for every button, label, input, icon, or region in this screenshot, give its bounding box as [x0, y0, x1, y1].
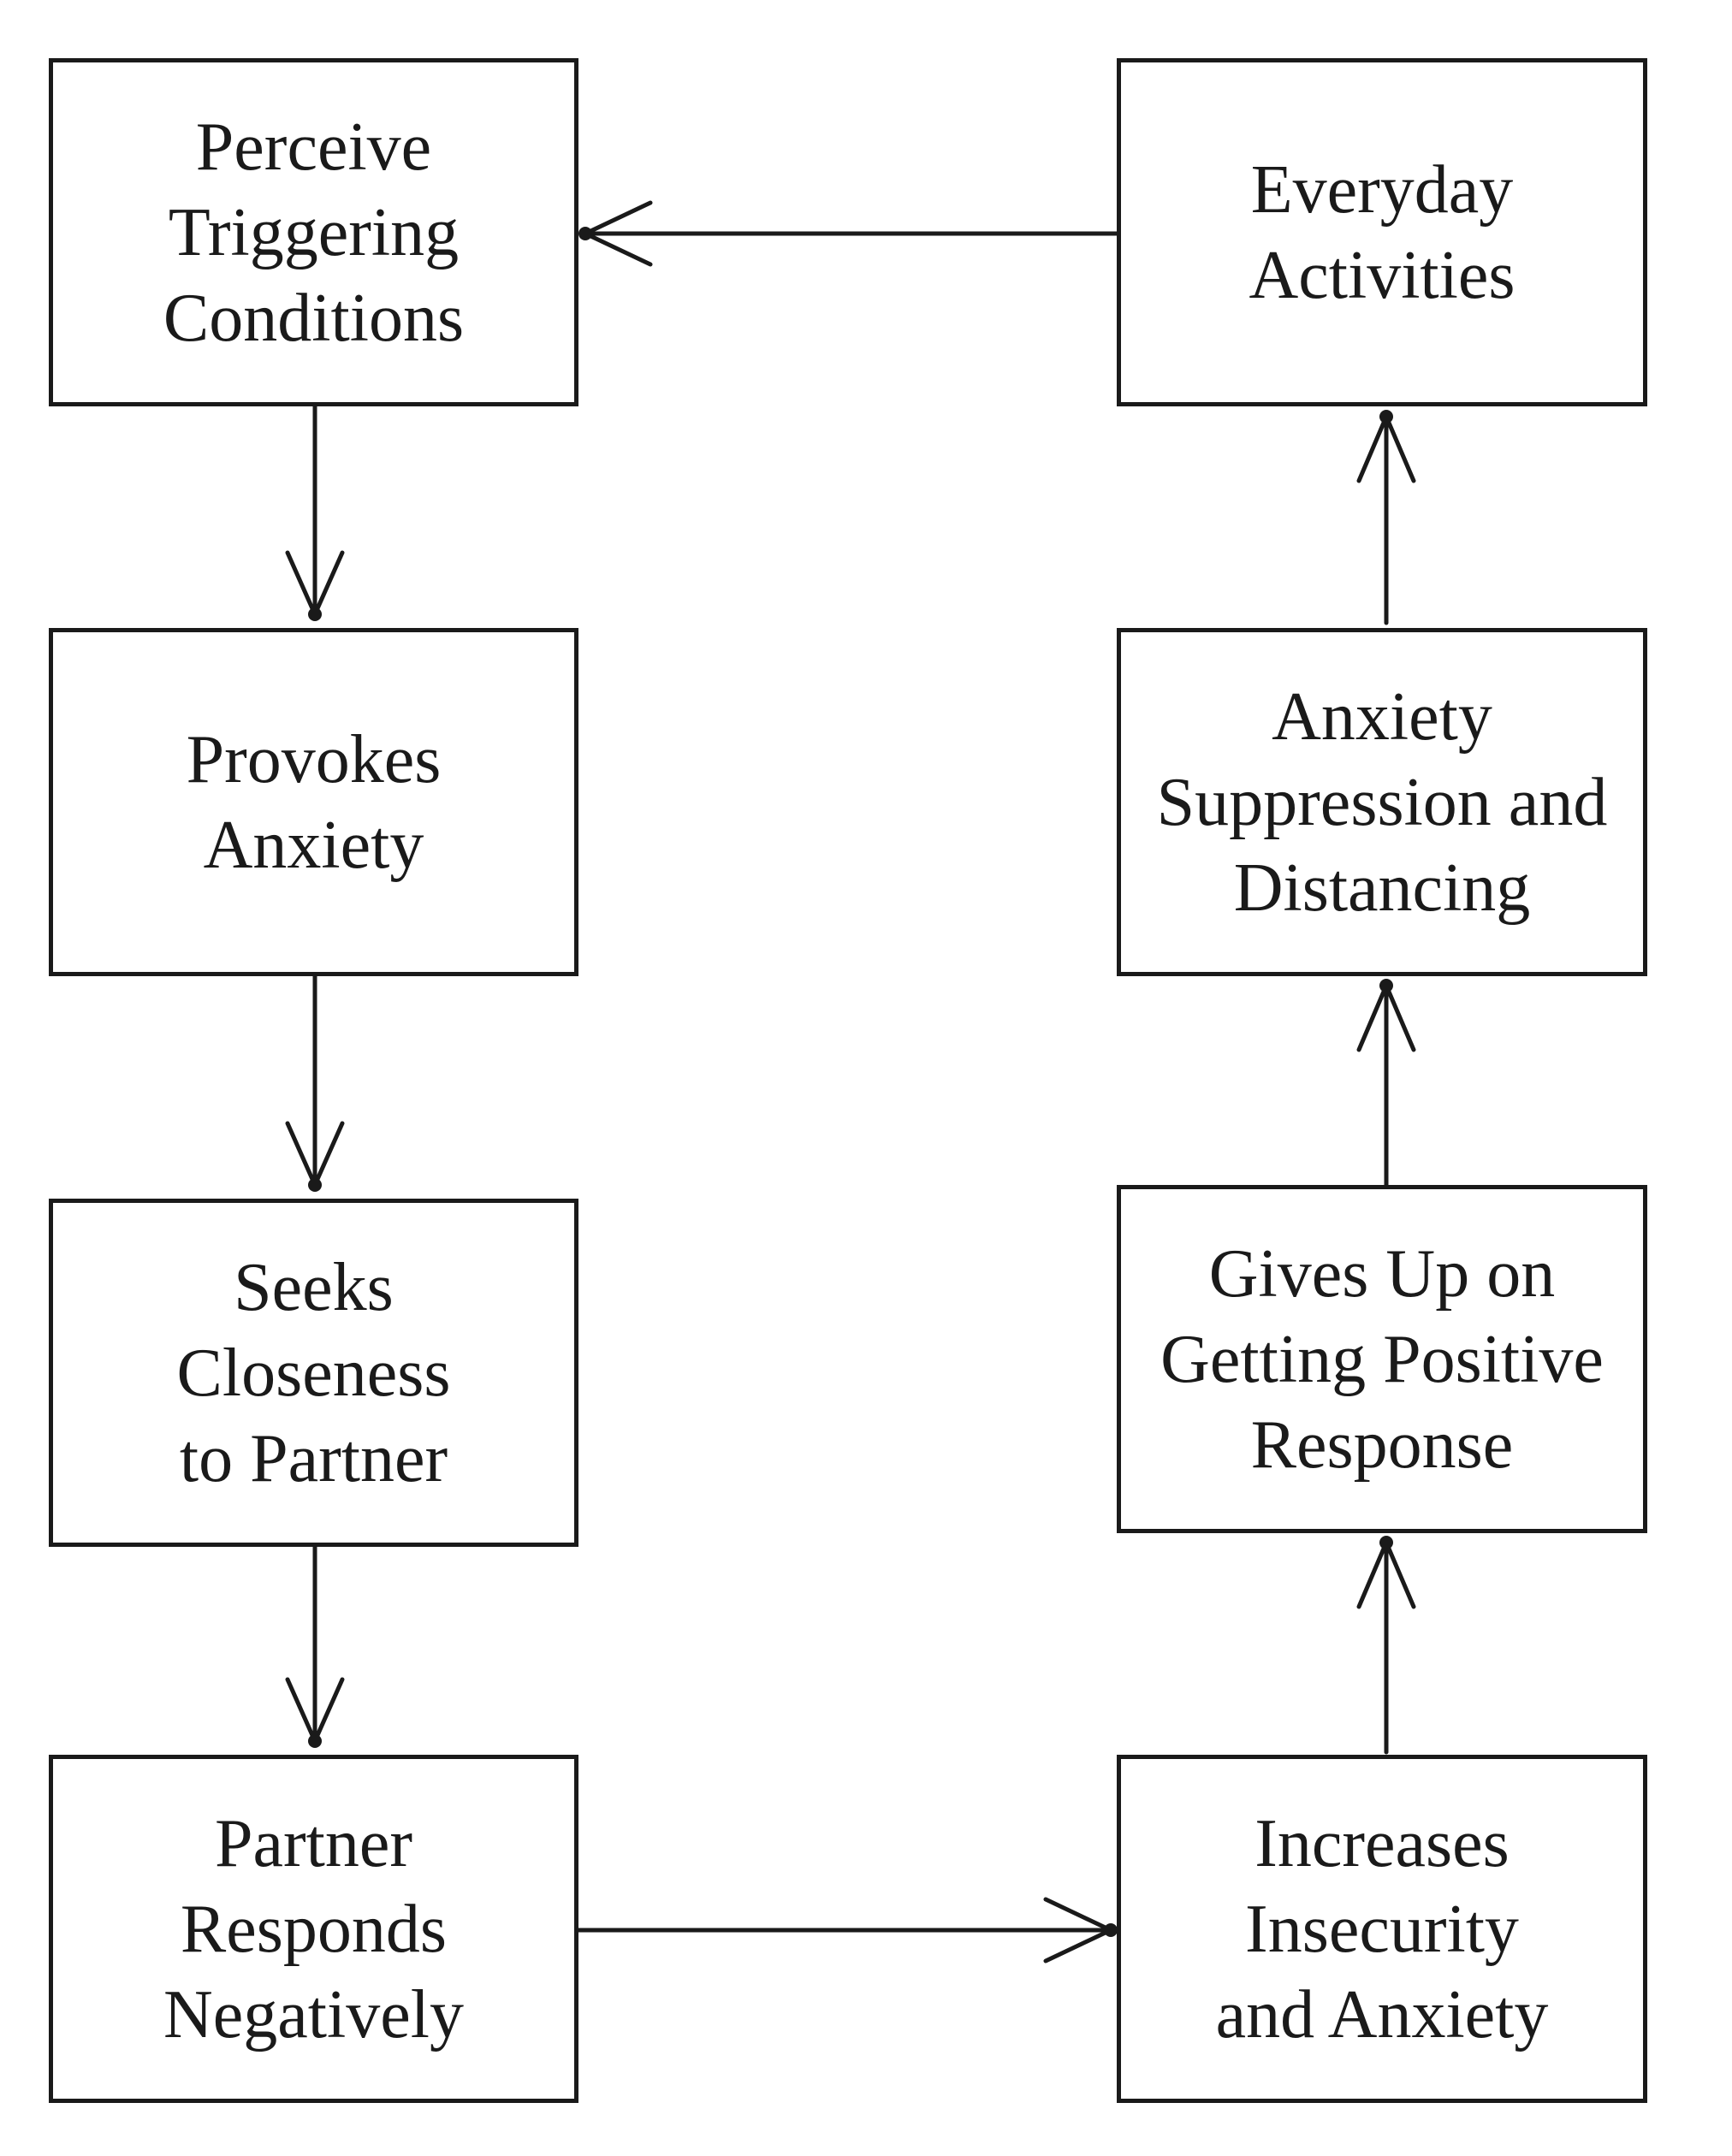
node-label: Gives Up on Getting Positive Response [1160, 1235, 1604, 1483]
node-partner-responds-negatively: Partner Responds Negatively [49, 1755, 578, 2103]
edge-perceive-to-provokes [285, 404, 345, 621]
edge-suppression-to-everyday [1356, 410, 1416, 625]
node-increases-insecurity: Increases Insecurity and Anxiety [1117, 1755, 1647, 2103]
node-perceive-triggering-conditions: Perceive Triggering Conditions [49, 58, 578, 406]
node-provokes-anxiety: Provokes Anxiety [49, 628, 578, 976]
edge-seeks-to-partner [285, 1544, 345, 1748]
edge-partner-to-increases [576, 1897, 1118, 1964]
node-label: Seeks Closeness to Partner [176, 1249, 451, 1496]
edge-gives-up-to-suppression [1356, 979, 1416, 1188]
edge-provokes-to-seeks [285, 974, 345, 1192]
node-gives-up: Gives Up on Getting Positive Response [1117, 1185, 1647, 1533]
edge-everyday-to-perceive [578, 200, 1119, 267]
node-everyday-activities: Everyday Activities [1117, 58, 1647, 406]
node-label: Provokes Anxiety [186, 721, 442, 883]
node-seeks-closeness: Seeks Closeness to Partner [49, 1199, 578, 1547]
node-label: Partner Responds Negatively [163, 1805, 464, 2052]
node-anxiety-suppression: Anxiety Suppression and Distancing [1117, 628, 1647, 976]
node-label: Increases Insecurity and Anxiety [1215, 1805, 1549, 2052]
node-label: Everyday Activities [1249, 151, 1516, 313]
node-label: Perceive Triggering Conditions [163, 109, 465, 356]
edge-increases-to-gives-up [1356, 1536, 1416, 1755]
node-label: Anxiety Suppression and Distancing [1156, 678, 1608, 926]
